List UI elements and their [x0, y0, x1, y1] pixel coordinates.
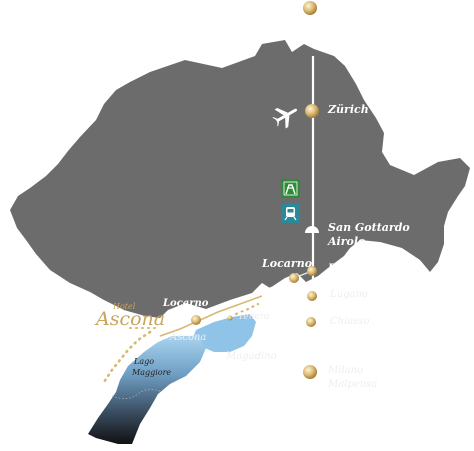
label-lago: Lago — [134, 357, 155, 366]
label-hotel: Hotel — [113, 302, 136, 311]
label-tenero: Tenero — [238, 312, 270, 322]
label-magadino: Magadino — [226, 351, 277, 362]
label-hotel-ascona: Ascona — [96, 308, 166, 330]
lugano-dot — [307, 291, 317, 301]
tenero-dot — [227, 315, 233, 321]
chiasso-dot — [306, 317, 316, 327]
locarno-left-dot — [191, 315, 201, 325]
route-dotted-lake — [102, 330, 152, 384]
label-lugano: Lugano — [330, 289, 368, 300]
zurich-dot — [305, 104, 319, 118]
label-ascona-faint: Ascona — [170, 332, 207, 343]
route-bellinzona-locarno — [251, 270, 313, 295]
switzerland-silhouette — [10, 40, 470, 318]
label-bellinzona: Bellinzona — [328, 263, 388, 274]
label-locarno-left: Locarno — [163, 298, 209, 309]
route-start-dot — [303, 1, 317, 15]
bellinzona-dot — [307, 266, 317, 276]
label-zurich: Zürich — [328, 103, 369, 116]
train-icon — [281, 204, 300, 223]
milano-dot — [303, 365, 317, 379]
label-san-gottardo: San Gottardo — [328, 221, 410, 234]
highway-icon — [281, 179, 300, 198]
airplane-icon — [272, 107, 298, 129]
lake-maggiore-south — [88, 336, 206, 444]
lake-maggiore-north — [192, 314, 256, 352]
san-gottardo-marker — [305, 226, 319, 233]
label-chiasso: Chiasso — [330, 316, 370, 327]
label-locarno-right: Locarno — [262, 257, 313, 270]
label-airolo: Airolo — [328, 235, 366, 248]
label-milano: Milano — [328, 365, 364, 376]
label-malpensa: Malpensa — [328, 379, 378, 390]
label-maggiore: Maggiore — [132, 368, 172, 377]
route-dotted-tenero — [234, 302, 260, 316]
route-locarno-ascona — [159, 295, 263, 337]
locarno-right-dot — [289, 273, 299, 283]
